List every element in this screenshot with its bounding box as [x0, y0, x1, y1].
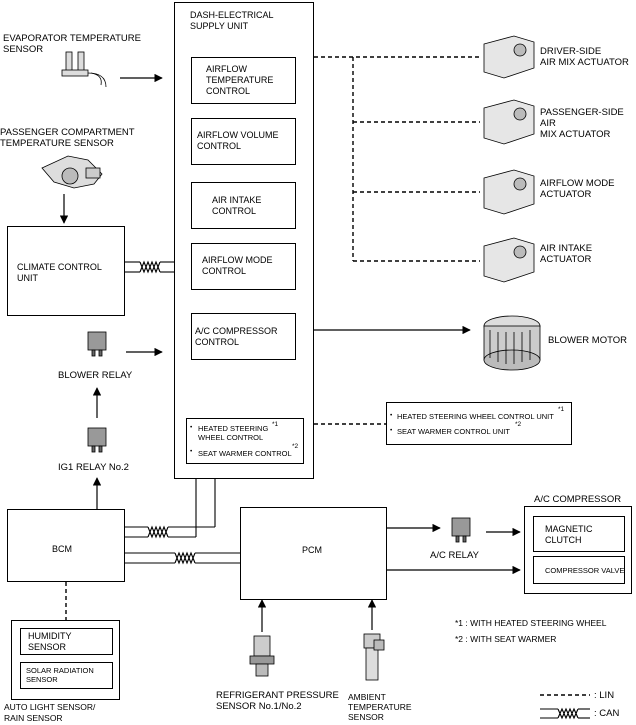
airflow-mode-control-box	[191, 243, 296, 290]
airflow-temperature-control-label: AIRFLOW TEMPERATURE CONTROL	[206, 64, 274, 96]
climate-control-unit	[7, 226, 125, 316]
lin-dash-actuators	[314, 56, 480, 262]
heated-steering-unit-mark: *1	[558, 406, 565, 413]
actuator-icon-2	[483, 99, 535, 145]
can-bcm-dash	[125, 479, 216, 539]
airflow-volume-control-label: AIRFLOW VOLUME CONTROL	[197, 130, 279, 151]
auto-light-rain-sensor-label: AUTO LIGHT SENSOR/ RAIN SENSOR	[4, 702, 96, 723]
blower-motor-icon	[483, 315, 541, 371]
seat-warmer-control-label: SEAT WARMER CONTROL	[198, 449, 292, 458]
bullet-2: •	[190, 448, 193, 455]
actuator-icon-4	[483, 237, 535, 283]
solar-radiation-sensor-box	[20, 662, 113, 689]
blower-relay-label: BLOWER RELAY	[58, 370, 133, 381]
can-bcm-pcm	[125, 551, 240, 565]
blower-motor-label: BLOWER MOTOR	[548, 335, 627, 346]
legend-can-symbol	[540, 707, 590, 720]
actuator-3-label: AIRFLOW MODE ACTUATOR	[540, 178, 615, 200]
heated-steering-unit-label: HEATED STEERING WHEEL CONTROL UNIT	[397, 412, 554, 421]
ig1-relay-icon	[87, 427, 107, 453]
optional-controls-box	[186, 418, 304, 464]
evaporator-sensor-label: EVAPORATOR TEMPERATURE SENSOR	[3, 33, 141, 55]
heated-steering-wheel-control-label: HEATED STEERING WHEEL CONTROL	[198, 424, 269, 442]
evaporator-sensor-icon	[61, 51, 107, 88]
airflow-temperature-control-box	[191, 57, 296, 104]
ig1-relay-label: IG1 RELAY No.2	[58, 462, 129, 473]
legend-lin-label: : LIN	[594, 690, 615, 701]
bcm-label: BCM	[52, 544, 72, 554]
refrigerant-sensor-label: REFRIGERANT PRESSURE SENSOR No.1/No.2	[216, 690, 339, 712]
climate-control-unit-label: CLIMATE CONTROL UNIT	[17, 262, 102, 283]
airflow-volume-control-box	[191, 118, 296, 165]
ac-relay-icon	[451, 517, 471, 543]
heated-steering-wheel-control-mark: *1	[272, 421, 279, 428]
humidity-sensor-box	[20, 628, 113, 655]
legend-can-label: : CAN	[594, 708, 620, 719]
ac-compressor-control-box	[191, 313, 296, 360]
magnetic-clutch-label: MAGNETIC CLUTCH	[545, 524, 593, 545]
compressor-valve-label: COMPRESSOR VALVE	[545, 566, 625, 575]
ac-relay-label: A/C RELAY	[430, 550, 479, 561]
pcm-box	[240, 507, 387, 600]
bullet-3: •	[390, 412, 393, 419]
seat-warmer-unit-mark: *2	[515, 421, 522, 428]
actuator-2-label: PASSENGER-SIDE AIR MIX ACTUATOR	[540, 107, 624, 140]
footnote-2: *2 : WITH SEAT WARMER	[455, 634, 557, 644]
passenger-sensor-icon	[41, 155, 103, 189]
actuator-icon-3	[483, 169, 535, 215]
air-intake-control-label: AIR INTAKE CONTROL	[212, 195, 262, 216]
actuator-icon-1	[483, 35, 535, 79]
bullet-4: •	[390, 427, 393, 434]
bullet-1: •	[190, 424, 193, 431]
heated-units-box	[386, 402, 572, 445]
ac-compressor-control-label: A/C COMPRESSOR CONTROL	[195, 326, 278, 347]
blower-relay-icon	[87, 331, 107, 357]
compressor-valve-box	[533, 556, 625, 584]
passenger-sensor-label: PASSENGER COMPARTMENT TEMPERATURE SENSOR	[0, 127, 135, 149]
pcm-label: PCM	[302, 545, 322, 555]
solar-radiation-sensor-label: SOLAR RADIATION SENSOR	[26, 666, 94, 684]
dash-unit-title: DASH-ELECTRICAL SUPPLY UNIT	[190, 10, 274, 31]
seat-warmer-unit-label: SEAT WARMER CONTROL UNIT	[397, 427, 510, 436]
bcm-box	[7, 509, 125, 582]
humidity-sensor-label: HUMIDITY SENSOR	[28, 631, 72, 652]
ambient-sensor-icon	[363, 633, 385, 681]
seat-warmer-control-mark: *2	[292, 443, 299, 450]
air-intake-control-box	[191, 182, 296, 229]
ambient-sensor-label: AMBIENT TEMPERATURE SENSOR	[348, 692, 412, 722]
actuator-1-label: DRIVER-SIDE AIR MIX ACTUATOR	[540, 46, 629, 68]
magnetic-clutch-box	[533, 516, 625, 552]
actuator-4-label: AIR INTAKE ACTUATOR	[540, 243, 593, 265]
refrigerant-sensor-icon	[249, 635, 275, 677]
ac-compressor-title: A/C COMPRESSOR	[534, 494, 622, 505]
footnote-1: *1 : WITH HEATED STEERING WHEEL	[455, 618, 607, 628]
airflow-mode-control-label: AIRFLOW MODE CONTROL	[202, 255, 273, 276]
can-climate-dash	[125, 260, 174, 274]
